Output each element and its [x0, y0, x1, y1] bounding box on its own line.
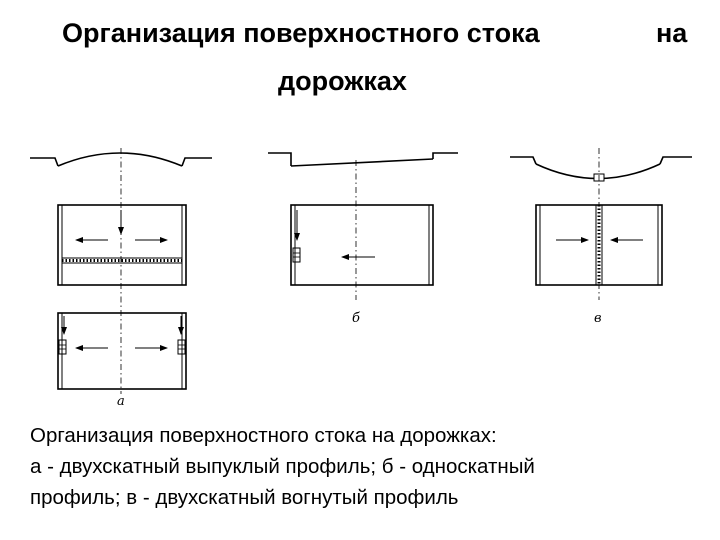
figure-a [30, 148, 212, 394]
caption-line3: профиль; в - двухскатный вогнутый профил… [30, 486, 459, 509]
caption-line1: Организация поверхностного стока на доро… [30, 424, 497, 447]
inlet-a-right [177, 339, 186, 355]
plan-a-top [57, 204, 187, 286]
plan-b [290, 204, 434, 286]
plan-a-bottom [57, 312, 187, 390]
label-a: а [117, 394, 125, 409]
title-line1-end: на [656, 18, 688, 48]
drainage-diagram: а б [30, 148, 692, 409]
caption: Организация поверхностного стока на доро… [30, 420, 700, 513]
figure-b [268, 152, 458, 300]
caption-line2: а - двухскатный выпуклый профиль; б - од… [30, 455, 535, 478]
figure-v [510, 148, 692, 300]
label-v: в [594, 311, 602, 326]
plan-v [535, 204, 663, 286]
title-line1: Организация поверхностного стока [62, 18, 540, 48]
label-b: б [352, 311, 360, 326]
inlet-b [292, 247, 301, 263]
title-line2: дорожках [278, 66, 407, 96]
inlet-a-left [58, 339, 67, 355]
profile-v-concave [510, 156, 692, 182]
profile-a-convex [30, 152, 212, 167]
profile-b-single-slope [268, 152, 458, 167]
